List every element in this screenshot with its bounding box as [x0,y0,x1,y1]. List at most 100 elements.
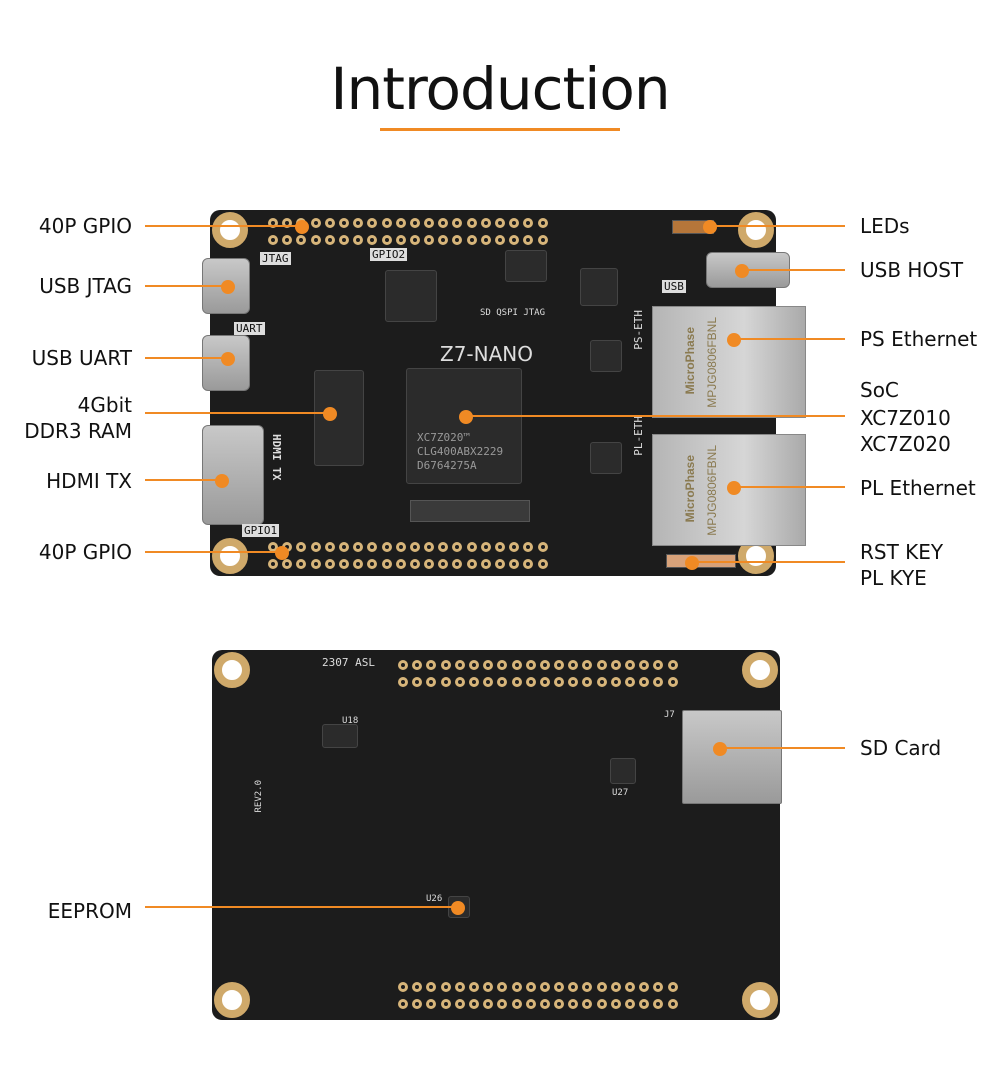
label-pl-ethernet: PL Ethernet [860,476,976,500]
gpio-pin [537,235,548,245]
gpio-pin [667,660,678,670]
callout-line [145,225,302,227]
gpio-pin [296,235,307,245]
gpio-pin [653,982,664,992]
callout-dot [215,474,229,488]
rj45-part: MPJG0806FBNL [705,317,719,408]
soc-marking: CLG400ABX2229 [417,445,504,458]
gpio-pin [438,559,449,569]
callout-line [692,561,845,563]
callout-dot [323,407,337,421]
label-usb-host: USB HOST [860,258,964,282]
gpio-pin [466,559,477,569]
gpio-pin [483,982,494,992]
gpio-pin [480,559,491,569]
silk-boot: SD QSPI JTAG [480,308,546,318]
label-usb-jtag: USB JTAG [39,274,132,298]
label-usb-uart: USB UART [31,346,132,370]
silk-sd: J7 [664,710,675,720]
gpio-pin [523,218,534,228]
gpio-pin [440,982,451,992]
gpio-pin [424,542,435,552]
sd-card-slot [682,710,782,804]
gpio-pin [395,542,406,552]
gpio-pin [454,999,465,1009]
gpio-pin [466,542,477,552]
label-rst-key: RST KEY [860,540,944,564]
usb-controller-chip [385,270,437,322]
gpio-pin [452,218,463,228]
gpio-pin [395,559,406,569]
gpio-pin [625,982,635,992]
gpio-pin [525,982,536,992]
gpio-pin [398,982,408,992]
u18-chip [322,724,358,748]
rj45-brand: MicroPhase [683,327,697,395]
gpio-pin [367,542,378,552]
callout-line [145,479,222,481]
callout-dot [221,280,235,294]
gpio-pin [282,559,293,569]
gpio-pin [381,542,392,552]
gpio-pin [523,559,534,569]
gpio-pin [454,982,465,992]
gpio-pin [511,677,522,687]
hdmi-port [202,425,264,525]
callout-line [742,269,845,271]
silk-usb: USB [662,280,686,293]
callout-dot [685,556,699,570]
gpio-pin [537,218,548,228]
soc-marking: XC7Z020™ [417,431,470,444]
gpio-pin [367,235,378,245]
gpio-header-bottom [268,542,552,576]
gpio-pin [424,218,435,228]
gpio-pin [395,235,406,245]
gpio-pin [537,542,548,552]
silk-pl-eth: PL-ETH [632,416,645,456]
gpio-pin [324,235,335,245]
gpio-pin [596,999,607,1009]
gpio-header-top [268,218,552,252]
usb-uart-port [202,335,250,391]
gpio-pin [554,660,565,670]
gpio-pin [625,677,635,687]
callout-line [720,747,845,749]
gpio-pin [440,999,451,1009]
callout-dot [713,742,727,756]
callout-dot [735,264,749,278]
label-ps-ethernet: PS Ethernet [860,327,978,351]
label-soc-7z010: XC7Z010 [860,406,951,430]
label-soc: SoC [860,378,899,402]
label-pl-key: PL KYE [860,566,927,590]
gpio-pin [610,660,621,670]
gpio-pin [625,660,635,670]
gpio-pin [353,542,364,552]
callout-line [466,415,845,417]
gpio-pin [296,542,307,552]
gpio-pin [353,235,364,245]
silk-hdmi: HDMI TX [270,434,283,481]
gpio-pin [440,677,451,687]
gpio-pin [495,218,505,228]
silk-code: 2307 ASL [322,656,375,669]
mount-hole [738,212,774,248]
gpio-pin [426,660,437,670]
gpio-pin [653,660,664,670]
gpio-pin [497,982,508,992]
label-eeprom: EEPROM [47,899,132,923]
silk-u27: U27 [612,788,629,798]
silk-eeprom: U26 [426,894,443,904]
label-hdmi: HDMI TX [46,469,132,493]
gpio-pin [509,218,520,228]
gpio-pin [539,677,550,687]
gpio-pin [509,235,520,245]
gpio-pin [452,559,463,569]
rj45-brand: MicroPhase [683,455,697,523]
gpio-pin [539,982,550,992]
gpio-pin [426,677,437,687]
gpio-pin [554,982,565,992]
pl-phy-chip [590,442,622,474]
gpio-header-top [398,660,682,694]
callout-dot [295,220,309,234]
gpio-pin [367,559,378,569]
